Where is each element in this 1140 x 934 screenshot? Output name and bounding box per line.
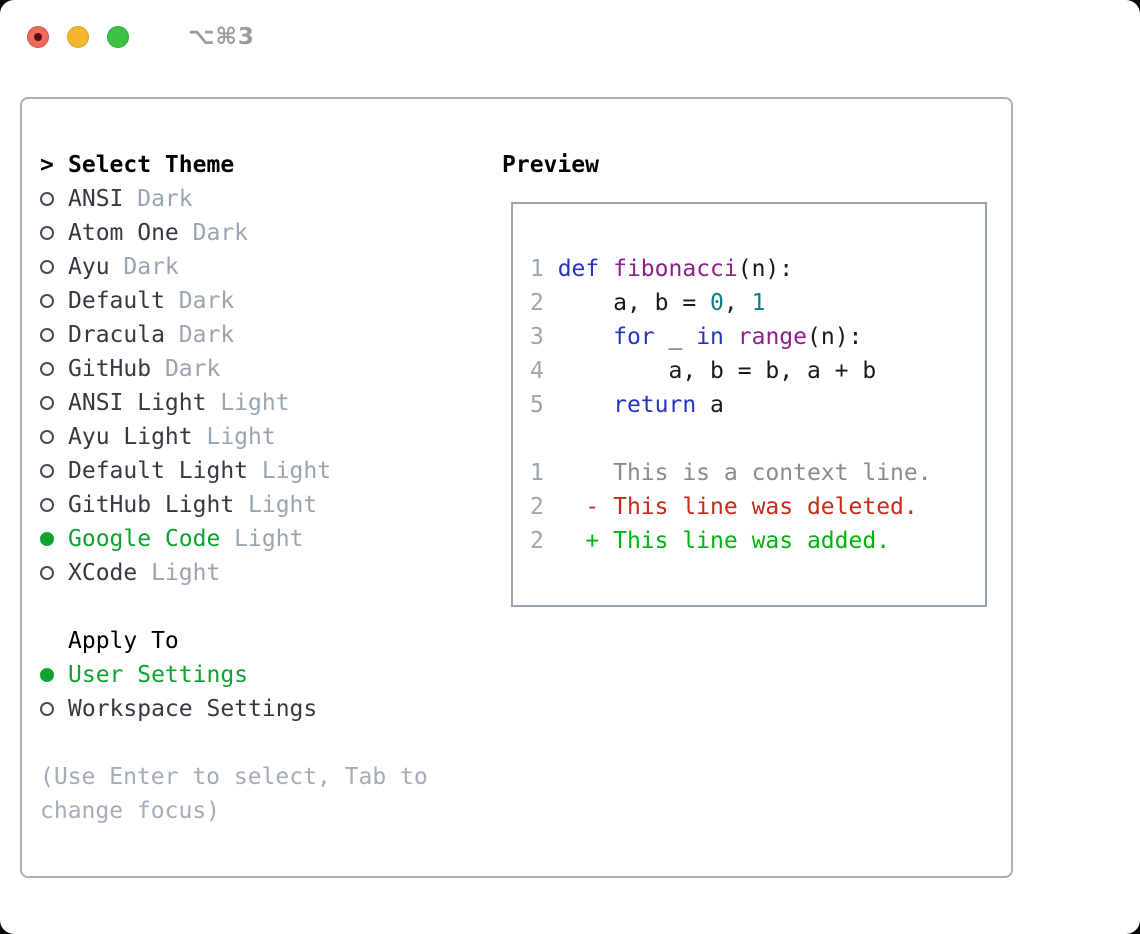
line-number: 5 — [530, 392, 558, 418]
close-button[interactable] — [27, 26, 49, 48]
option-label: User Settings — [68, 662, 249, 688]
cursor-icon: > — [40, 152, 54, 178]
minimize-button[interactable] — [67, 26, 89, 48]
option-label: Workspace Settings — [68, 696, 318, 722]
option-label: Default — [68, 288, 165, 314]
hint-line-1: (Use Enter to select, Tab to — [40, 764, 428, 790]
radio-icon — [40, 498, 68, 512]
option-variant-label: Dark — [109, 254, 179, 280]
option-label: ANSI Light — [68, 390, 207, 416]
window-shortcut-label: ⌥⌘3 — [188, 24, 255, 50]
theme-option-atom-one[interactable]: Atom One Dark — [40, 216, 502, 250]
option-label: Ayu — [68, 254, 110, 280]
preview-code: 1 def fibonacci(n): 2 a, b = 0, 1 3 for _ … — [530, 252, 985, 422]
theme-option-ansi[interactable]: ANSI Dark — [40, 182, 502, 216]
radio-icon — [40, 362, 68, 376]
apply-to-title: Apply To — [68, 628, 179, 654]
line-number: 2 — [530, 290, 558, 316]
radio-icon — [40, 464, 68, 478]
theme-option-xcode[interactable]: XCode Light — [40, 556, 502, 590]
line-number: 4 — [530, 358, 558, 384]
radio-selected-icon — [40, 668, 68, 682]
apply-option-user-settings[interactable]: User Settings — [40, 658, 502, 692]
spacer-row — [530, 218, 985, 252]
apply-option-workspace-settings[interactable]: Workspace Settings — [40, 692, 502, 726]
spacer-row — [530, 422, 985, 456]
option-variant-label: Light — [192, 424, 276, 450]
code-line: 3 for _ in range(n): — [530, 324, 863, 350]
radio-icon — [40, 294, 68, 308]
option-label: GitHub — [68, 356, 152, 382]
option-variant-label: Light — [248, 458, 332, 484]
option-label: Ayu Light — [68, 424, 193, 450]
theme-option-github[interactable]: GitHub Dark — [40, 352, 502, 386]
line-number: 3 — [530, 324, 558, 350]
line-number: 1 — [530, 256, 558, 282]
theme-option-default-light[interactable]: Default Light Light — [40, 454, 502, 488]
close-dot-icon — [34, 33, 42, 41]
theme-option-github-light[interactable]: GitHub Light Light — [40, 488, 502, 522]
spacer-row — [40, 590, 502, 624]
radio-icon — [40, 396, 68, 410]
radio-icon — [40, 430, 68, 444]
option-variant-label: Light — [220, 526, 304, 552]
option-variant-label: Light — [206, 390, 290, 416]
line-number: 2 — [530, 528, 558, 554]
option-variant-label: Dark — [164, 288, 235, 314]
diff-line-ctx: 1 This is a context line. — [530, 460, 932, 486]
radio-icon — [40, 192, 68, 206]
option-variant-label: Light — [234, 492, 318, 518]
radio-icon — [40, 702, 68, 716]
code-line: 1 def fibonacci(n): — [530, 256, 794, 282]
code-line: 4 a, b = b, a + b — [530, 358, 877, 384]
option-label: Dracula — [68, 322, 165, 348]
option-label: Default Light — [68, 458, 249, 484]
theme-option-default[interactable]: Default Dark — [40, 284, 502, 318]
preview-title: Preview — [502, 152, 599, 178]
theme-list-title: Select Theme — [68, 152, 235, 178]
option-label: Atom One — [68, 220, 179, 246]
apply-to-header: Apply To — [40, 624, 502, 658]
theme-option-dracula[interactable]: Dracula Dark — [40, 318, 502, 352]
radio-selected-icon — [40, 532, 68, 546]
radio-icon — [40, 566, 68, 580]
option-label: GitHub Light — [68, 492, 235, 518]
diff-line-del: 2 - This line was deleted. — [530, 494, 918, 520]
option-variant-label: Dark — [164, 322, 235, 348]
spacer-row — [40, 726, 502, 760]
radio-icon — [40, 226, 68, 240]
option-label: ANSI — [68, 186, 124, 212]
option-label: Google Code — [68, 526, 221, 552]
theme-option-ayu-light[interactable]: Ayu Light Light — [40, 420, 502, 454]
option-variant-label: Dark — [123, 186, 193, 212]
radio-icon — [40, 328, 68, 342]
theme-option-ayu[interactable]: Ayu Dark — [40, 250, 502, 284]
preview-column: Preview 1 def fibonacci(n): 2 a, b = 0, 1… — [502, 148, 1011, 828]
option-variant-label: Dark — [178, 220, 249, 246]
zoom-button[interactable] — [107, 26, 129, 48]
radio-icon — [40, 260, 68, 274]
code-line: 5 return a — [530, 392, 724, 418]
theme-option-google-code[interactable]: Google Code Light — [40, 522, 502, 556]
line-number: 1 — [530, 460, 558, 486]
theme-option-ansi-light[interactable]: ANSI Light Light — [40, 386, 502, 420]
preview-box: 1 def fibonacci(n): 2 a, b = 0, 1 3 for _ … — [511, 202, 987, 607]
option-variant-label: Light — [137, 560, 221, 586]
title-bar: ⌥⌘3 — [0, 0, 1140, 74]
hint-line-2: change focus) — [40, 798, 221, 824]
preview-diff: 1 This is a context line. 2 - This line w… — [530, 456, 985, 558]
code-line: 2 a, b = 0, 1 — [530, 290, 766, 316]
option-label: XCode — [68, 560, 138, 586]
diff-line-add: 2 + This line was added. — [530, 528, 891, 554]
theme-list-header: > Select Theme — [40, 148, 502, 182]
line-number: 2 — [530, 494, 558, 520]
option-variant-label: Dark — [151, 356, 221, 382]
